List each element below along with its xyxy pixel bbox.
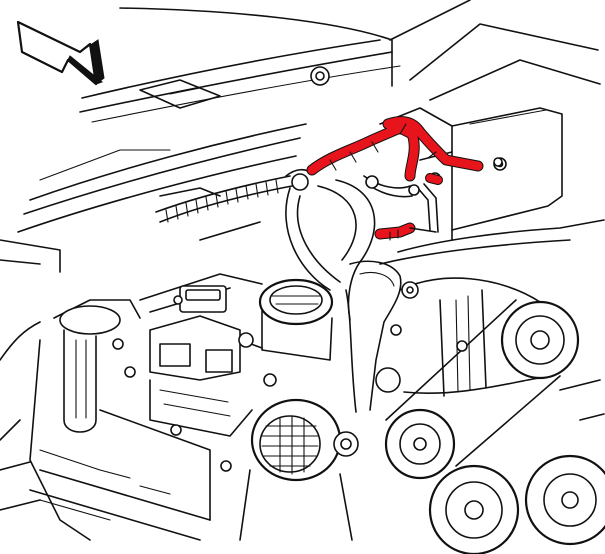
intake-duct: [285, 179, 402, 413]
heater-lines: [363, 157, 503, 233]
throttle-body: [258, 278, 334, 361]
fender-firewall: [310, 0, 605, 265]
direction-arrow-icon: [16, 20, 105, 86]
engine-block: [0, 424, 232, 511]
wiring-harness: [155, 168, 313, 223]
hood-cowl-outline: [0, 7, 401, 273]
pulleys-compressor: [375, 277, 605, 554]
heater-hose-assembly: [306, 116, 484, 241]
valve-cover-left: [0, 299, 211, 541]
intake-manifold: [139, 273, 277, 437]
alternator: [239, 398, 359, 541]
